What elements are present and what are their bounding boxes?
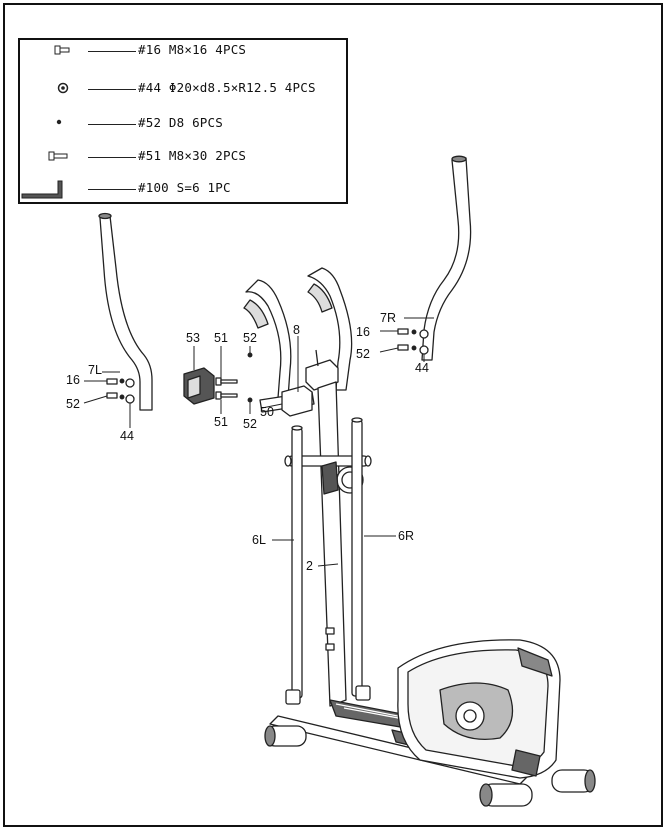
bolt-m8x16-icon bbox=[54, 45, 70, 55]
hardware-item-curved-washer: #44 Φ20×d8.5×R12.5 4PCS bbox=[20, 79, 346, 99]
hardware-label: #16 M8×16 4PCS bbox=[138, 42, 247, 57]
page-border bbox=[3, 3, 663, 827]
leader-line bbox=[88, 89, 136, 90]
hardware-item-bolt-m8x16: #16 M8×16 4PCS bbox=[20, 41, 346, 61]
leader-line bbox=[88, 157, 136, 158]
leader-line bbox=[88, 51, 136, 52]
bolt-m8x30-icon bbox=[48, 151, 68, 161]
hardware-label: #44 Φ20×d8.5×R12.5 4PCS bbox=[138, 80, 316, 95]
hardware-label: #52 D8 6PCS bbox=[138, 115, 223, 130]
hardware-item-nut-d8: #52 D8 6PCS bbox=[20, 114, 346, 134]
hardware-item-allen-key: #100 S=6 1PC bbox=[20, 179, 346, 199]
hardware-parts-list: #16 M8×16 4PCS #44 Φ20×d8.5×R12.5 4PCS #… bbox=[18, 38, 348, 204]
hardware-label: #51 M8×30 2PCS bbox=[138, 148, 247, 163]
leader-line bbox=[88, 189, 136, 190]
leader-line bbox=[88, 124, 136, 125]
hardware-label: #100 S=6 1PC bbox=[138, 180, 231, 195]
nut-d8-icon bbox=[56, 119, 62, 125]
curved-washer-icon bbox=[57, 82, 69, 94]
allen-key-icon bbox=[21, 180, 63, 199]
hardware-item-bolt-m8x30: #51 M8×30 2PCS bbox=[20, 147, 346, 167]
